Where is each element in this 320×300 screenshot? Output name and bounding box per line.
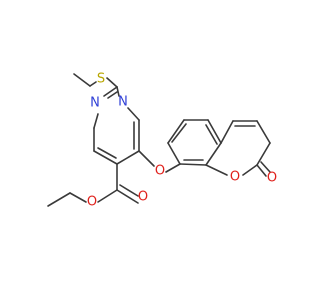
molecule-structure-diagram: S N N O O O O O [47, 72, 277, 210]
bond [116, 189, 139, 204]
bond-lines [47, 73, 271, 207]
bond [89, 81, 97, 87]
atom-label-oxygen: O [87, 195, 97, 210]
bond [116, 86, 120, 97]
bond [260, 161, 271, 173]
bond [256, 164, 267, 177]
atom-label-sulfur: S [97, 72, 105, 87]
bond [167, 119, 185, 144]
bond [165, 163, 181, 173]
bond [127, 107, 140, 121]
bond [220, 120, 234, 144]
bond [116, 150, 140, 165]
bond [207, 119, 222, 144]
bond [205, 142, 222, 166]
atom-label-nitrogen: N [90, 96, 100, 111]
bond [47, 192, 71, 207]
atom-label-oxygen: O [138, 190, 148, 205]
atom-label-oxygen: O [230, 170, 240, 185]
bond [103, 86, 118, 97]
bond [205, 164, 228, 176]
bond [97, 147, 117, 159]
atom-label-nitrogen: N [118, 95, 128, 110]
atom-label-oxygen: O [267, 171, 277, 186]
bond [97, 189, 118, 203]
bond [205, 124, 218, 145]
atom-labels: S N N O O O O O [87, 72, 277, 210]
bond [106, 77, 118, 88]
bond [256, 120, 271, 144]
bond [93, 113, 99, 129]
bond [107, 91, 118, 99]
bond [171, 123, 187, 143]
atom-label-oxygen: O [155, 164, 165, 179]
bond [119, 184, 139, 197]
bond [138, 150, 155, 167]
bond [256, 142, 271, 166]
bond [167, 142, 181, 165]
bond [242, 164, 258, 176]
bond [73, 73, 91, 87]
bond [179, 163, 207, 166]
bond [93, 150, 118, 165]
bond [69, 192, 87, 203]
